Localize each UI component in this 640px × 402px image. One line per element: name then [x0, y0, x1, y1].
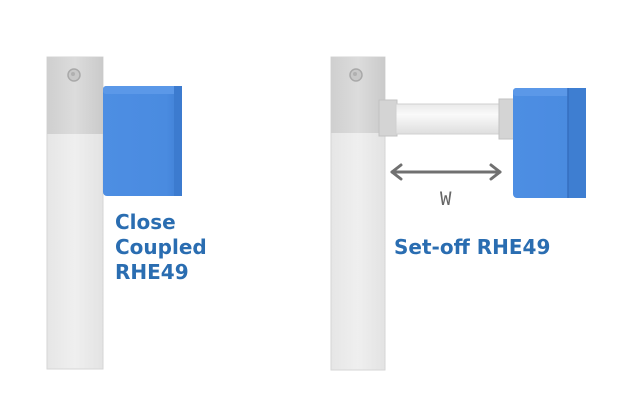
close-coupled-label-line-2: Coupled: [115, 235, 207, 259]
close-coupled-label-line-1: Close: [115, 210, 176, 234]
standoff-unit-flange: [498, 98, 515, 140]
set-off-assembly: [330, 56, 586, 371]
close-coupled-assembly: [46, 56, 182, 370]
standoff-wall-flange: [378, 99, 398, 137]
set-off-label: Set-off RHE49: [394, 235, 551, 259]
width-dimension-label: W: [440, 188, 452, 210]
close-coupled-label-line-3: RHE49: [115, 260, 189, 284]
standoff-pipe: [395, 103, 503, 135]
right-wall-bracket: [331, 57, 385, 133]
dimension-arrow: [390, 163, 502, 181]
close-coupled-label: Close Coupled RHE49: [115, 210, 207, 285]
left-heater-unit: [103, 86, 182, 196]
